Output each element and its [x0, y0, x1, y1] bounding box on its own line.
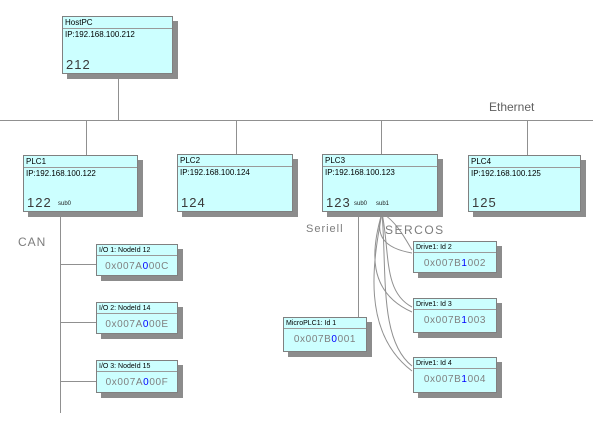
- hostpc-number: 212: [66, 57, 91, 72]
- seriell-label: Seriell: [306, 223, 344, 235]
- plc1-title: PLC1: [24, 156, 137, 168]
- node-plc2[interactable]: PLC2 IP:192.168.100.124 124: [177, 154, 293, 212]
- sercos-label: SERCOS: [385, 223, 445, 237]
- can-io2-title: I/O 2: NodeId 14: [97, 303, 177, 314]
- can-label: CAN: [18, 235, 47, 249]
- drive-id2-title: Drive1: Id 2: [414, 242, 496, 253]
- sercos-curve-drive3-a: [374, 212, 413, 313]
- can-io1-title: I/O 1: NodeId 12: [97, 245, 177, 256]
- plc1-sub0-port[interactable]: sub0: [58, 201, 72, 207]
- plc4-number: 125: [472, 195, 497, 210]
- hostpc-title: HostPC: [63, 17, 172, 29]
- node-plc4[interactable]: PLC4 IP:192.168.100.125 125: [468, 155, 581, 212]
- drive-id3-title: Drive1: Id 3: [414, 299, 496, 310]
- node-drive-id3[interactable]: Drive1: Id 3 0x007B1003: [413, 298, 497, 333]
- microplc1-address: 0x007B0001: [293, 334, 357, 345]
- node-plc3[interactable]: PLC3 IP:192.168.100.123 123 sub0 sub1: [322, 154, 438, 212]
- sercos-curve-drive4-b: [381, 212, 413, 367]
- plc3-sub0-port[interactable]: sub0: [354, 201, 368, 207]
- plc1-ip: IP:192.168.100.122: [26, 169, 96, 178]
- sercos-curve-drive3-b: [381, 212, 413, 308]
- ethernet-label: Ethernet: [489, 100, 535, 114]
- hostpc-ip: IP:192.168.100.212: [65, 30, 135, 39]
- node-can-io2[interactable]: I/O 2: NodeId 14 0x007A000E: [96, 302, 178, 334]
- sercos-curve-drive4-a: [373, 212, 413, 372]
- drive-id3-address: 0x007B1003: [423, 315, 487, 326]
- can-io3-title: I/O 3: NodeId 15: [97, 361, 177, 372]
- drive-id4-address: 0x007B1004: [423, 374, 487, 385]
- microplc1-title: MicroPLC1: Id 1: [284, 318, 366, 329]
- drive-id2-address: 0x007B1002: [423, 258, 487, 269]
- plc1-number: 122: [27, 195, 52, 210]
- plc4-ip: IP:192.168.100.125: [471, 169, 541, 178]
- plc3-ip: IP:192.168.100.123: [325, 168, 395, 177]
- can-io2-address: 0x007A000E: [105, 319, 169, 330]
- plc3-title: PLC3: [323, 155, 437, 167]
- node-plc1[interactable]: PLC1 IP:192.168.100.122 122 sub0: [23, 155, 138, 212]
- node-hostpc[interactable]: HostPC IP:192.168.100.212 212: [62, 16, 173, 74]
- sercos-curve-drive2-b: [381, 212, 413, 251]
- node-can-io3[interactable]: I/O 3: NodeId 15 0x007A000F: [96, 360, 178, 393]
- plc2-ip: IP:192.168.100.124: [180, 168, 250, 177]
- can-io1-address: 0x007A000C: [105, 261, 169, 272]
- plc3-number: 123: [326, 195, 351, 210]
- plc4-title: PLC4: [469, 156, 580, 168]
- plc3-sub1-port[interactable]: sub1: [376, 201, 390, 207]
- node-microplc1[interactable]: MicroPLC1: Id 1 0x007B0001: [283, 317, 367, 352]
- node-drive-id4[interactable]: Drive1: Id 4 0x007B1004: [413, 357, 497, 393]
- plc2-number: 124: [181, 195, 206, 210]
- node-can-io1[interactable]: I/O 1: NodeId 12 0x007A000C: [96, 244, 178, 276]
- plc2-title: PLC2: [178, 155, 292, 167]
- node-drive-id2[interactable]: Drive1: Id 2 0x007B1002: [413, 241, 497, 273]
- drive-id4-title: Drive1: Id 4: [414, 358, 496, 369]
- can-io3-address: 0x007A000F: [105, 377, 169, 388]
